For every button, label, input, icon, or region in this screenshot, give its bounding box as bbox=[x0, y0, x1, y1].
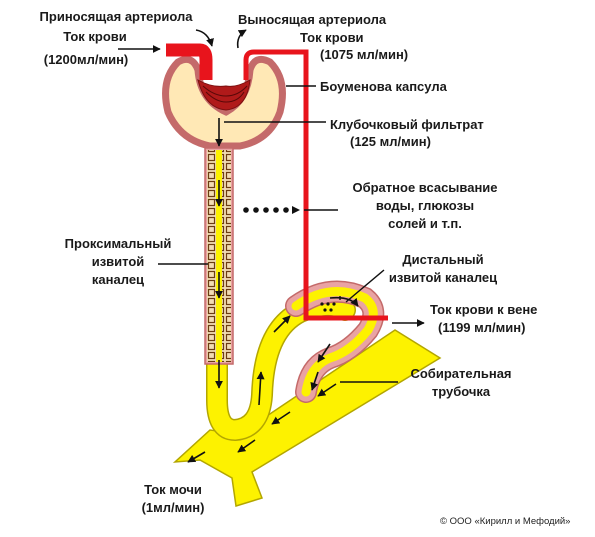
distal-line2: извитой каналец bbox=[388, 270, 498, 285]
distal-label: Дистальный извитой каналец bbox=[378, 252, 508, 286]
filtrate-rate: (125 мл/мин) bbox=[350, 134, 431, 149]
reabs-line2: воды, глюкозы bbox=[375, 198, 475, 213]
afferent-rate: (1200мл/мин) bbox=[43, 52, 129, 67]
flow-arrows bbox=[118, 29, 425, 463]
arrow-up-icon bbox=[256, 371, 265, 406]
blood-vessel bbox=[166, 43, 388, 321]
afferent-rate-label: (1200мл/мин) bbox=[26, 52, 146, 68]
proximal-tubule bbox=[204, 147, 234, 365]
urine-flow-label: Ток мочи (1мл/мин) bbox=[118, 482, 228, 516]
reabs-line3: солей и т.п. bbox=[388, 216, 462, 231]
efferent-flow: Ток крови bbox=[300, 30, 364, 45]
proximal-label: Проксимальный извитой каналец bbox=[52, 236, 184, 288]
reabsorption-dots bbox=[243, 206, 336, 312]
proximal-line3: каналец bbox=[91, 272, 145, 287]
glomerulus bbox=[197, 78, 251, 111]
collecting-duct-label: Собирательная трубочка bbox=[396, 366, 526, 400]
copyright: © ООО «Кирилл и Мефодий» bbox=[440, 516, 571, 527]
urine-flow-rate: (1мл/мин) bbox=[141, 500, 205, 515]
urine-flow-title: Ток мочи bbox=[144, 482, 202, 497]
efferent-rate: (1075 мл/мин) bbox=[320, 47, 409, 62]
collecting-line2: трубочка bbox=[431, 384, 491, 399]
afferent-flow-label: Ток крови bbox=[40, 29, 150, 45]
vein-flow-rate: (1199 мл/мин) bbox=[438, 320, 526, 335]
efferent-title: Выносящая артериола bbox=[238, 12, 387, 27]
bowman-label: Боуменова капсула bbox=[320, 79, 447, 94]
proximal-line2: извитой bbox=[91, 254, 145, 269]
afferent-label: Приносящая артериола bbox=[0, 9, 232, 25]
proximal-line1: Проксимальный bbox=[64, 236, 172, 251]
vein-flow-title: Ток крови к вене bbox=[430, 302, 538, 317]
reabsorption-label: Обратное всасывание воды, глюкозы солей … bbox=[330, 180, 520, 232]
afferent-flow: Ток крови bbox=[63, 29, 127, 44]
leader-lines bbox=[158, 85, 398, 383]
afferent-title: Приносящая артериола bbox=[39, 9, 193, 24]
distal-tubule bbox=[285, 280, 385, 403]
curved-arrow-icon bbox=[195, 29, 214, 47]
curved-arrow-icon bbox=[236, 29, 247, 49]
reabs-line1: Обратное всасывание bbox=[352, 180, 498, 195]
filtrate-title: Клубочковый фильтрат bbox=[330, 117, 484, 132]
distal-line1: Дистальный bbox=[402, 252, 484, 267]
collecting-line1: Собирательная bbox=[410, 366, 512, 381]
